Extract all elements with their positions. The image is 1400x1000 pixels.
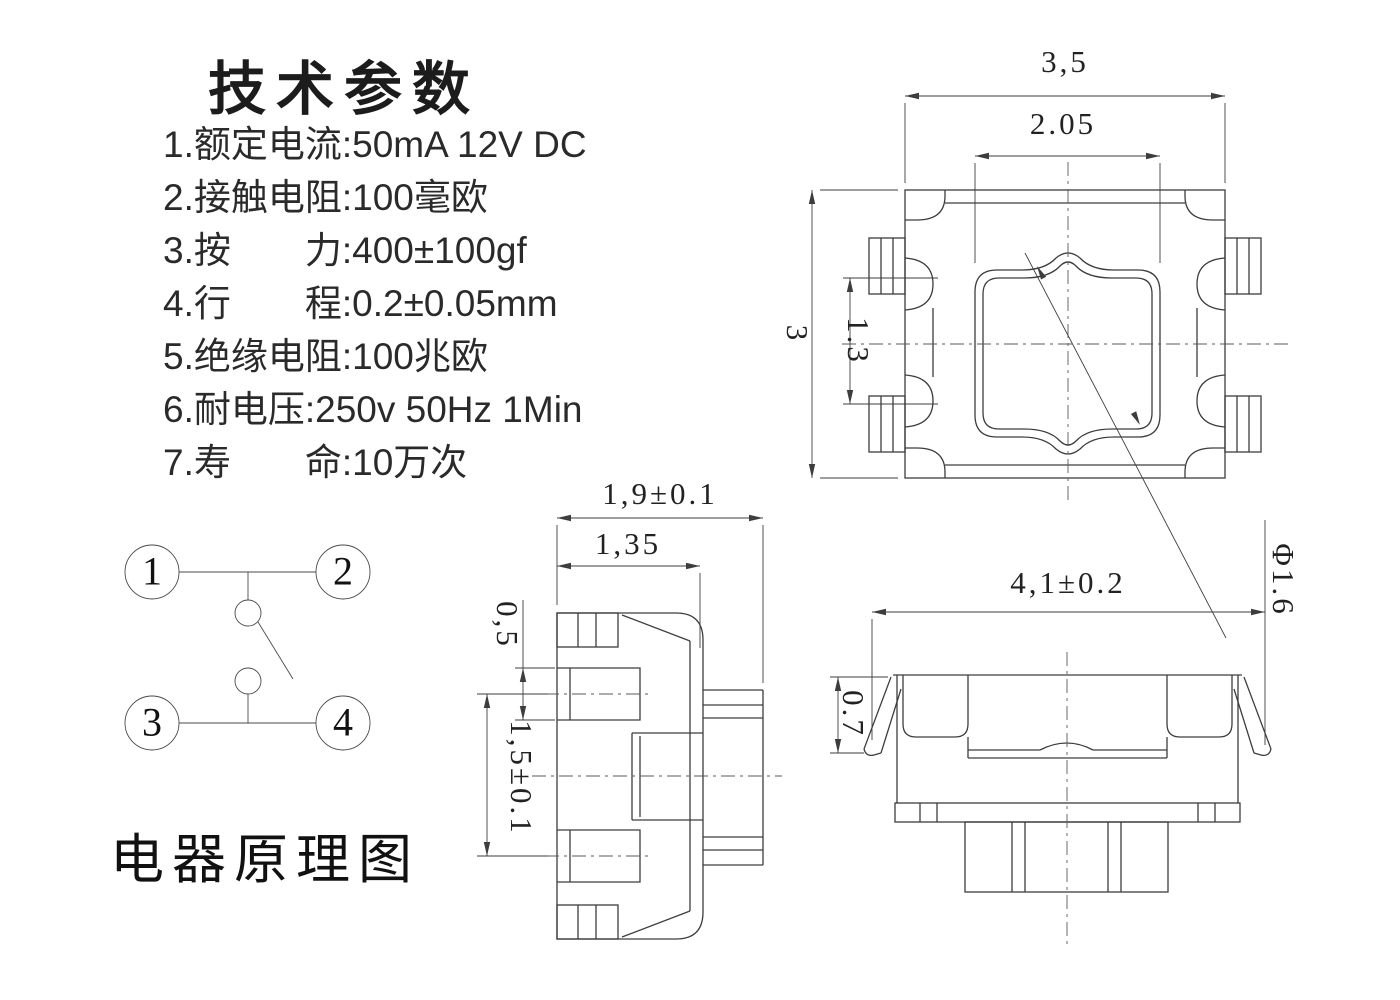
front-view-drawing xyxy=(830,520,1272,948)
dim-top-pad-pitch: 1.3 xyxy=(841,317,876,365)
spec-line: 1.额定电流:50mA 12V DC xyxy=(163,124,587,165)
dim-actuator-diameter: Φ1.6 xyxy=(1266,543,1301,617)
spec-line: 4.行 程:0.2±0.05mm xyxy=(163,283,558,324)
spec-line: 3.按 力:400±100gf xyxy=(163,230,527,271)
side-view-drawing xyxy=(477,514,782,940)
dim-front-overall-width: 4,1±0.2 xyxy=(1010,565,1126,600)
dim-side-body-height: 1,35 xyxy=(594,526,662,561)
pin-number-4: 4 xyxy=(333,699,353,745)
dim-side-pin-width: 0,5 xyxy=(490,601,525,649)
circuit-schematic xyxy=(124,544,371,751)
dim-side-overall-height: 1,9±0.1 xyxy=(602,476,718,511)
spec-line: 2.接触电阻:100毫欧 xyxy=(163,177,488,218)
page-title: 技术参数 xyxy=(208,57,481,122)
pin-number-2: 2 xyxy=(333,548,353,594)
dim-front-lead-height: 0.7 xyxy=(836,690,871,738)
spec-line: 5.绝缘电阻:100兆欧 xyxy=(163,336,488,377)
top-view-drawing xyxy=(808,92,1292,639)
spec-line: 7.寿 命:10万次 xyxy=(163,442,468,483)
schematic-label: 电器原理图 xyxy=(110,830,420,890)
dim-top-button-width: 2.05 xyxy=(1029,106,1097,141)
pin-number-1: 1 xyxy=(142,548,162,594)
dim-top-height: 3 xyxy=(780,324,815,344)
dim-side-pin-pitch: 1,5±0.1 xyxy=(504,720,539,836)
dim-top-width: 3,5 xyxy=(1041,44,1089,79)
spec-line: 6.耐电压:250v 50Hz 1Min xyxy=(163,389,583,430)
pin-number-3: 3 xyxy=(142,699,162,745)
spec-list: 1.额定电流:50mA 12V DC 2.接触电阻:100毫欧 3.按 力:40… xyxy=(163,118,587,489)
